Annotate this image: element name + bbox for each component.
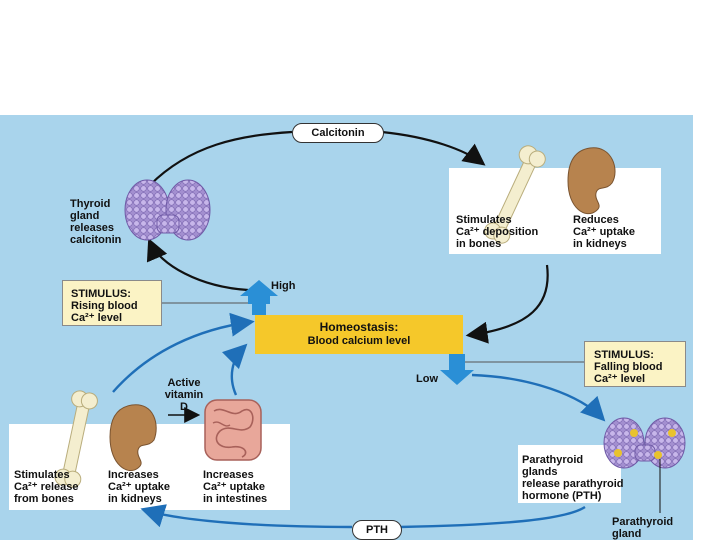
kidney-icon-top — [567, 147, 616, 215]
parathyroid-gland-label: Parathyroid gland — [612, 516, 674, 540]
stimulus-falling-text: STIMULUS: Falling blood Ca²⁺ level — [594, 349, 663, 385]
homeostasis-subtitle: Blood calcium level — [307, 335, 411, 347]
diagram-graphics — [9, 130, 686, 529]
arrow-low-to-parathyroid — [471, 373, 606, 422]
arrow-calcitonin-to-targets — [381, 130, 486, 166]
arrow-intestines-to-homeostasis — [221, 343, 248, 396]
arrow-pth-to-bones — [140, 504, 353, 529]
top-right-box — [449, 168, 661, 254]
arrow-targets-to-homeostasis — [465, 264, 549, 344]
stimulus-falling-box: STIMULUS: Falling blood Ca²⁺ level — [584, 341, 686, 387]
arrow-parathyroid-to-pth — [399, 505, 586, 529]
stimulus-rising-box: STIMULUS: Rising blood Ca²⁺ level — [62, 280, 162, 326]
intestines-icon — [204, 399, 262, 461]
vitamin-d-text: Active vitamin D — [164, 377, 204, 413]
bone-icon-top — [484, 145, 546, 244]
stimulus-rising-text: STIMULUS: Rising blood Ca²⁺ level — [71, 288, 138, 324]
parathyroid-box — [518, 445, 621, 503]
bone-icon-bottom — [54, 390, 98, 488]
arrow-high-to-thyroid — [146, 237, 249, 292]
diagram-panel: Calcitonin PTH Homeostasis: Blood calciu… — [0, 115, 693, 540]
arrow-thyroid-to-calcitonin — [149, 130, 293, 186]
pth-label: PTH — [352, 520, 402, 540]
kidneys-reduce-text: Reduces Ca²⁺ uptake in kidneys — [573, 214, 636, 250]
parathyroid-text: Parathyroid glands release parathyroid h… — [522, 454, 624, 502]
arrow-bones-to-homeostasis — [112, 312, 255, 393]
parathyroid-gland-icon — [603, 417, 686, 513]
bones-release-text: Stimulates Ca²⁺ release from bones — [14, 469, 79, 505]
high-label: High — [271, 280, 296, 292]
intestines-text: Increases Ca²⁺ uptake in intestines — [203, 469, 268, 505]
kidney-icon-bottom — [109, 404, 157, 471]
low-label: Low — [416, 373, 438, 385]
thyroid-gland-icon — [124, 179, 211, 241]
homeostasis-title: Homeostasis: — [319, 320, 399, 334]
homeostasis-box: Homeostasis: Blood calcium level — [255, 315, 463, 354]
high-arrow-icon — [240, 280, 278, 304]
kidneys-increase-text: Increases Ca²⁺ uptake in kidneys — [108, 469, 171, 505]
low-arrow-icon — [440, 354, 474, 385]
bones-deposition-text: Stimulates Ca²⁺ deposition in bones — [456, 214, 539, 250]
thyroid-text: Thyroid gland releases calcitonin — [70, 198, 122, 246]
calcitonin-label: Calcitonin — [292, 123, 384, 143]
